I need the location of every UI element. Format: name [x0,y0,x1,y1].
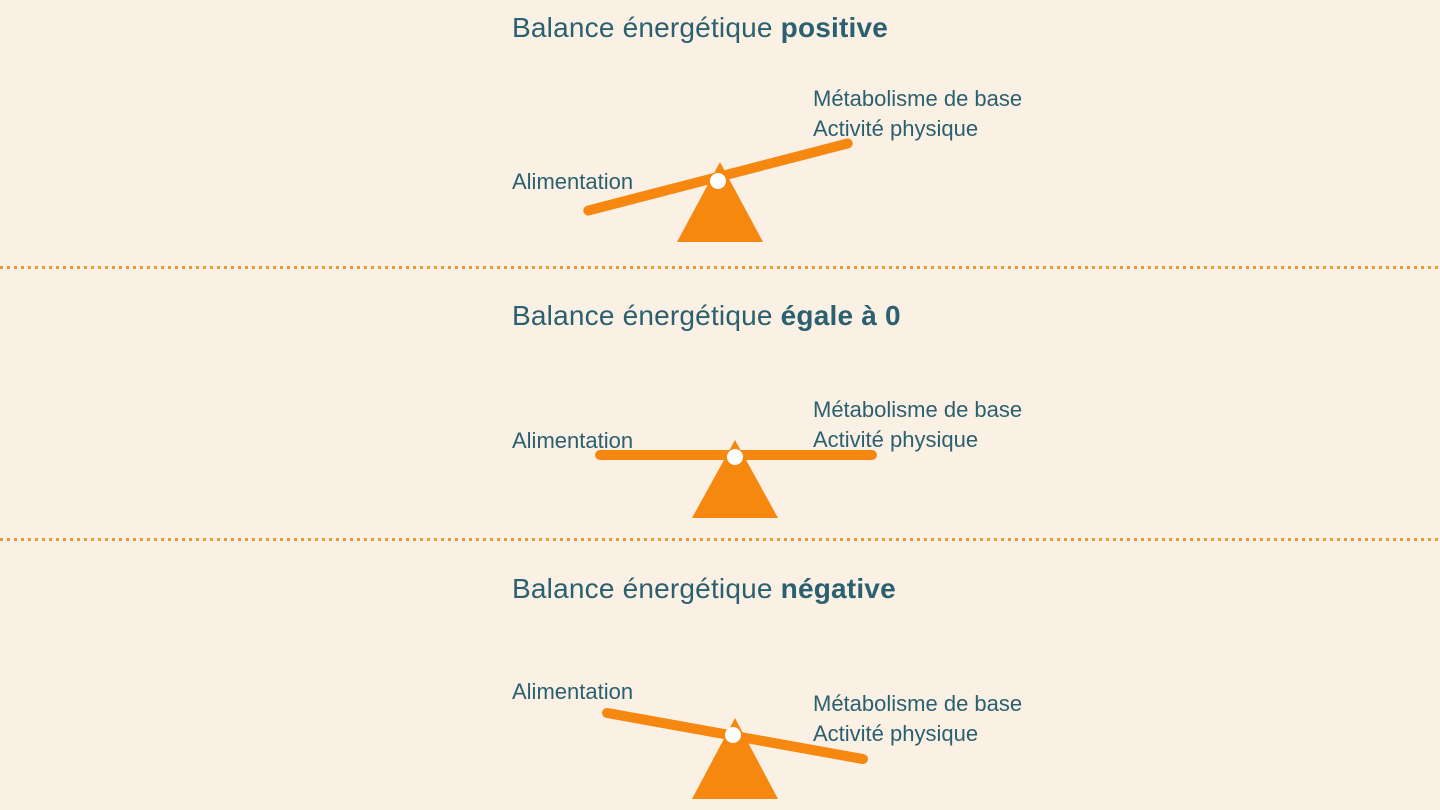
intake-label: Alimentation [512,679,634,704]
expenditure-label: Métabolisme de base Activité physique [813,395,1022,455]
section-title-prefix: Balance énergétique [512,573,781,604]
section-title: Balance énergétique positive [512,12,888,44]
section-title-emphasis: positive [780,12,889,43]
seesaw-pivot-icon [727,449,743,465]
expenditure-label-line1: Métabolisme de base [813,397,1023,422]
section-balance-equal-zero: Balance énergétique égale à 0 Métabolism… [0,267,1440,539]
section-balance-negative: Balance énergétique négative Alimentatio… [0,539,1440,810]
expenditure-label: Métabolisme de base Activité physique [813,84,1022,144]
intake-label: Alimentation [512,169,634,194]
seesaw-pivot-icon [710,173,726,189]
section-balance-positive: Balance énergétique positive Métabolisme… [0,0,1440,267]
dotted-divider [0,538,1440,541]
expenditure-label-line2: Activité physique [813,116,979,141]
intake-label: Alimentation [512,428,634,453]
seesaw-pivot-icon [725,727,741,743]
expenditure-label-line1: Métabolisme de base [813,86,1023,111]
expenditure-label-line2: Activité physique [813,427,979,452]
section-title: Balance énergétique négative [512,573,896,605]
section-title-prefix: Balance énergétique [512,12,781,43]
dotted-divider [0,266,1440,269]
section-title-emphasis: négative [780,573,896,604]
section-title: Balance énergétique égale à 0 [512,300,901,332]
section-title-prefix: Balance énergétique [512,300,781,331]
expenditure-label-line1: Métabolisme de base [813,691,1023,716]
expenditure-label-line2: Activité physique [813,721,979,746]
section-title-emphasis: égale à 0 [780,300,901,331]
expenditure-label: Métabolisme de base Activité physique [813,689,1022,749]
